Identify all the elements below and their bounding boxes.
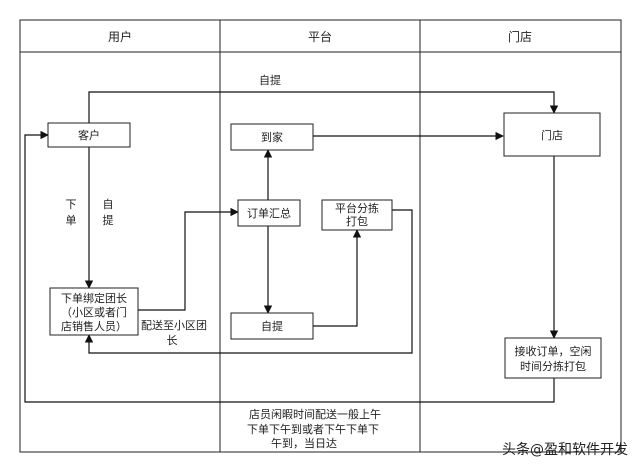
note-line-2: 下单下午到或者下午下单下 [247, 423, 379, 436]
node-group-leader-line-2: （小区或者门 [61, 305, 127, 319]
label-top-self-pickup: 自提 [259, 74, 281, 87]
node-platform-sort-line-2: 打包 [346, 214, 368, 228]
label-deliver-line-1: 配送至小区团 [141, 318, 207, 332]
node-store-receive-box [504, 337, 602, 379]
edge-leader-to-summary [138, 207, 239, 311]
node-group-leader-line-1: 下单绑定团长 [61, 291, 127, 305]
edge-receive-to-customer [24, 130, 555, 403]
node-group-leader-box [49, 287, 139, 336]
lane-header-user: 用户 [108, 29, 132, 44]
node-store-receive-line-2: 时间分拣打包 [520, 359, 586, 373]
node-store-receive-line-1: 接收订单，空闲 [515, 344, 592, 358]
node-platform-sort-box [321, 199, 393, 231]
node-self-pickup-box [230, 312, 314, 340]
note-line-3: 午到，当日达 [271, 436, 337, 450]
label-pickup-vertical-1: 自 [103, 198, 114, 211]
node-store-label: 门店 [541, 128, 563, 142]
note-line-1: 店员闲暇时间配送一般上午 [249, 407, 381, 421]
node-platform-sort-line-1: 平台分拣 [335, 201, 379, 215]
node-order-summary-box [237, 199, 301, 227]
node-home-delivery-label: 到家 [261, 130, 283, 144]
node-group-leader-line-3: 店销售人员） [61, 319, 127, 333]
label-order-vertical-1: 下 [66, 198, 77, 211]
edge-sort-to-leader [84, 209, 413, 354]
node-customer-label: 客户 [78, 128, 100, 142]
node-self-pickup-label: 自提 [261, 320, 283, 333]
edge-customer-to-store-selfpickup [88, 91, 559, 123]
label-deliver-line-2: 长 [167, 334, 178, 347]
watermark: 头条@盈和软件开发 [502, 441, 628, 458]
label-order-vertical-2: 单 [66, 214, 77, 227]
lane-header-store: 门店 [508, 29, 532, 44]
swimlane-frame [19, 19, 622, 453]
label-pickup-vertical-2: 提 [103, 214, 114, 227]
node-store-box [503, 112, 601, 157]
node-order-summary-label: 订单汇总 [247, 206, 291, 220]
lane-header-platform: 平台 [308, 29, 332, 44]
edge-selfpickup-to-sort [313, 229, 362, 327]
node-home-delivery-box [230, 123, 314, 151]
node-customer-box [47, 122, 131, 148]
